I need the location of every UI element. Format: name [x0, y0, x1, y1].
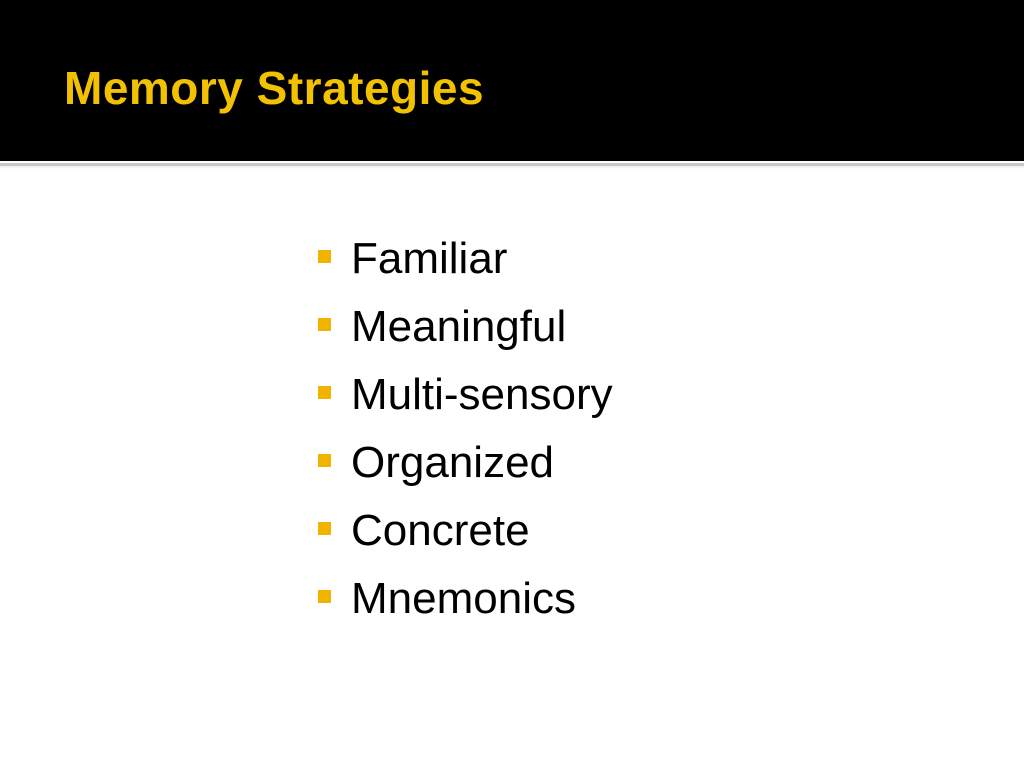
- list-item: Meaningful: [318, 300, 613, 368]
- list-item: Organized: [318, 436, 613, 504]
- title-divider: [0, 161, 1024, 169]
- slide-title: Memory Strategies: [64, 62, 485, 114]
- list-item: Familiar: [318, 232, 613, 300]
- bullet-text: Familiar: [351, 234, 508, 283]
- bullet-text: Organized: [351, 438, 555, 487]
- bullet-text: Meaningful: [351, 302, 567, 351]
- title-band: Memory Strategies: [0, 0, 1024, 161]
- bullet-text: Mnemonics: [351, 574, 576, 623]
- square-bullet-icon: [318, 590, 331, 603]
- list-item: Concrete: [318, 504, 613, 572]
- square-bullet-icon: [318, 250, 331, 263]
- bullet-list: Familiar Meaningful Multi-sensory Organi…: [318, 232, 613, 640]
- list-item: Multi-sensory: [318, 368, 613, 436]
- square-bullet-icon: [318, 318, 331, 331]
- bullet-text: Multi-sensory: [351, 370, 613, 419]
- square-bullet-icon: [318, 522, 331, 535]
- square-bullet-icon: [318, 454, 331, 467]
- square-bullet-icon: [318, 386, 331, 399]
- list-item: Mnemonics: [318, 572, 613, 640]
- bullet-text: Concrete: [351, 506, 530, 555]
